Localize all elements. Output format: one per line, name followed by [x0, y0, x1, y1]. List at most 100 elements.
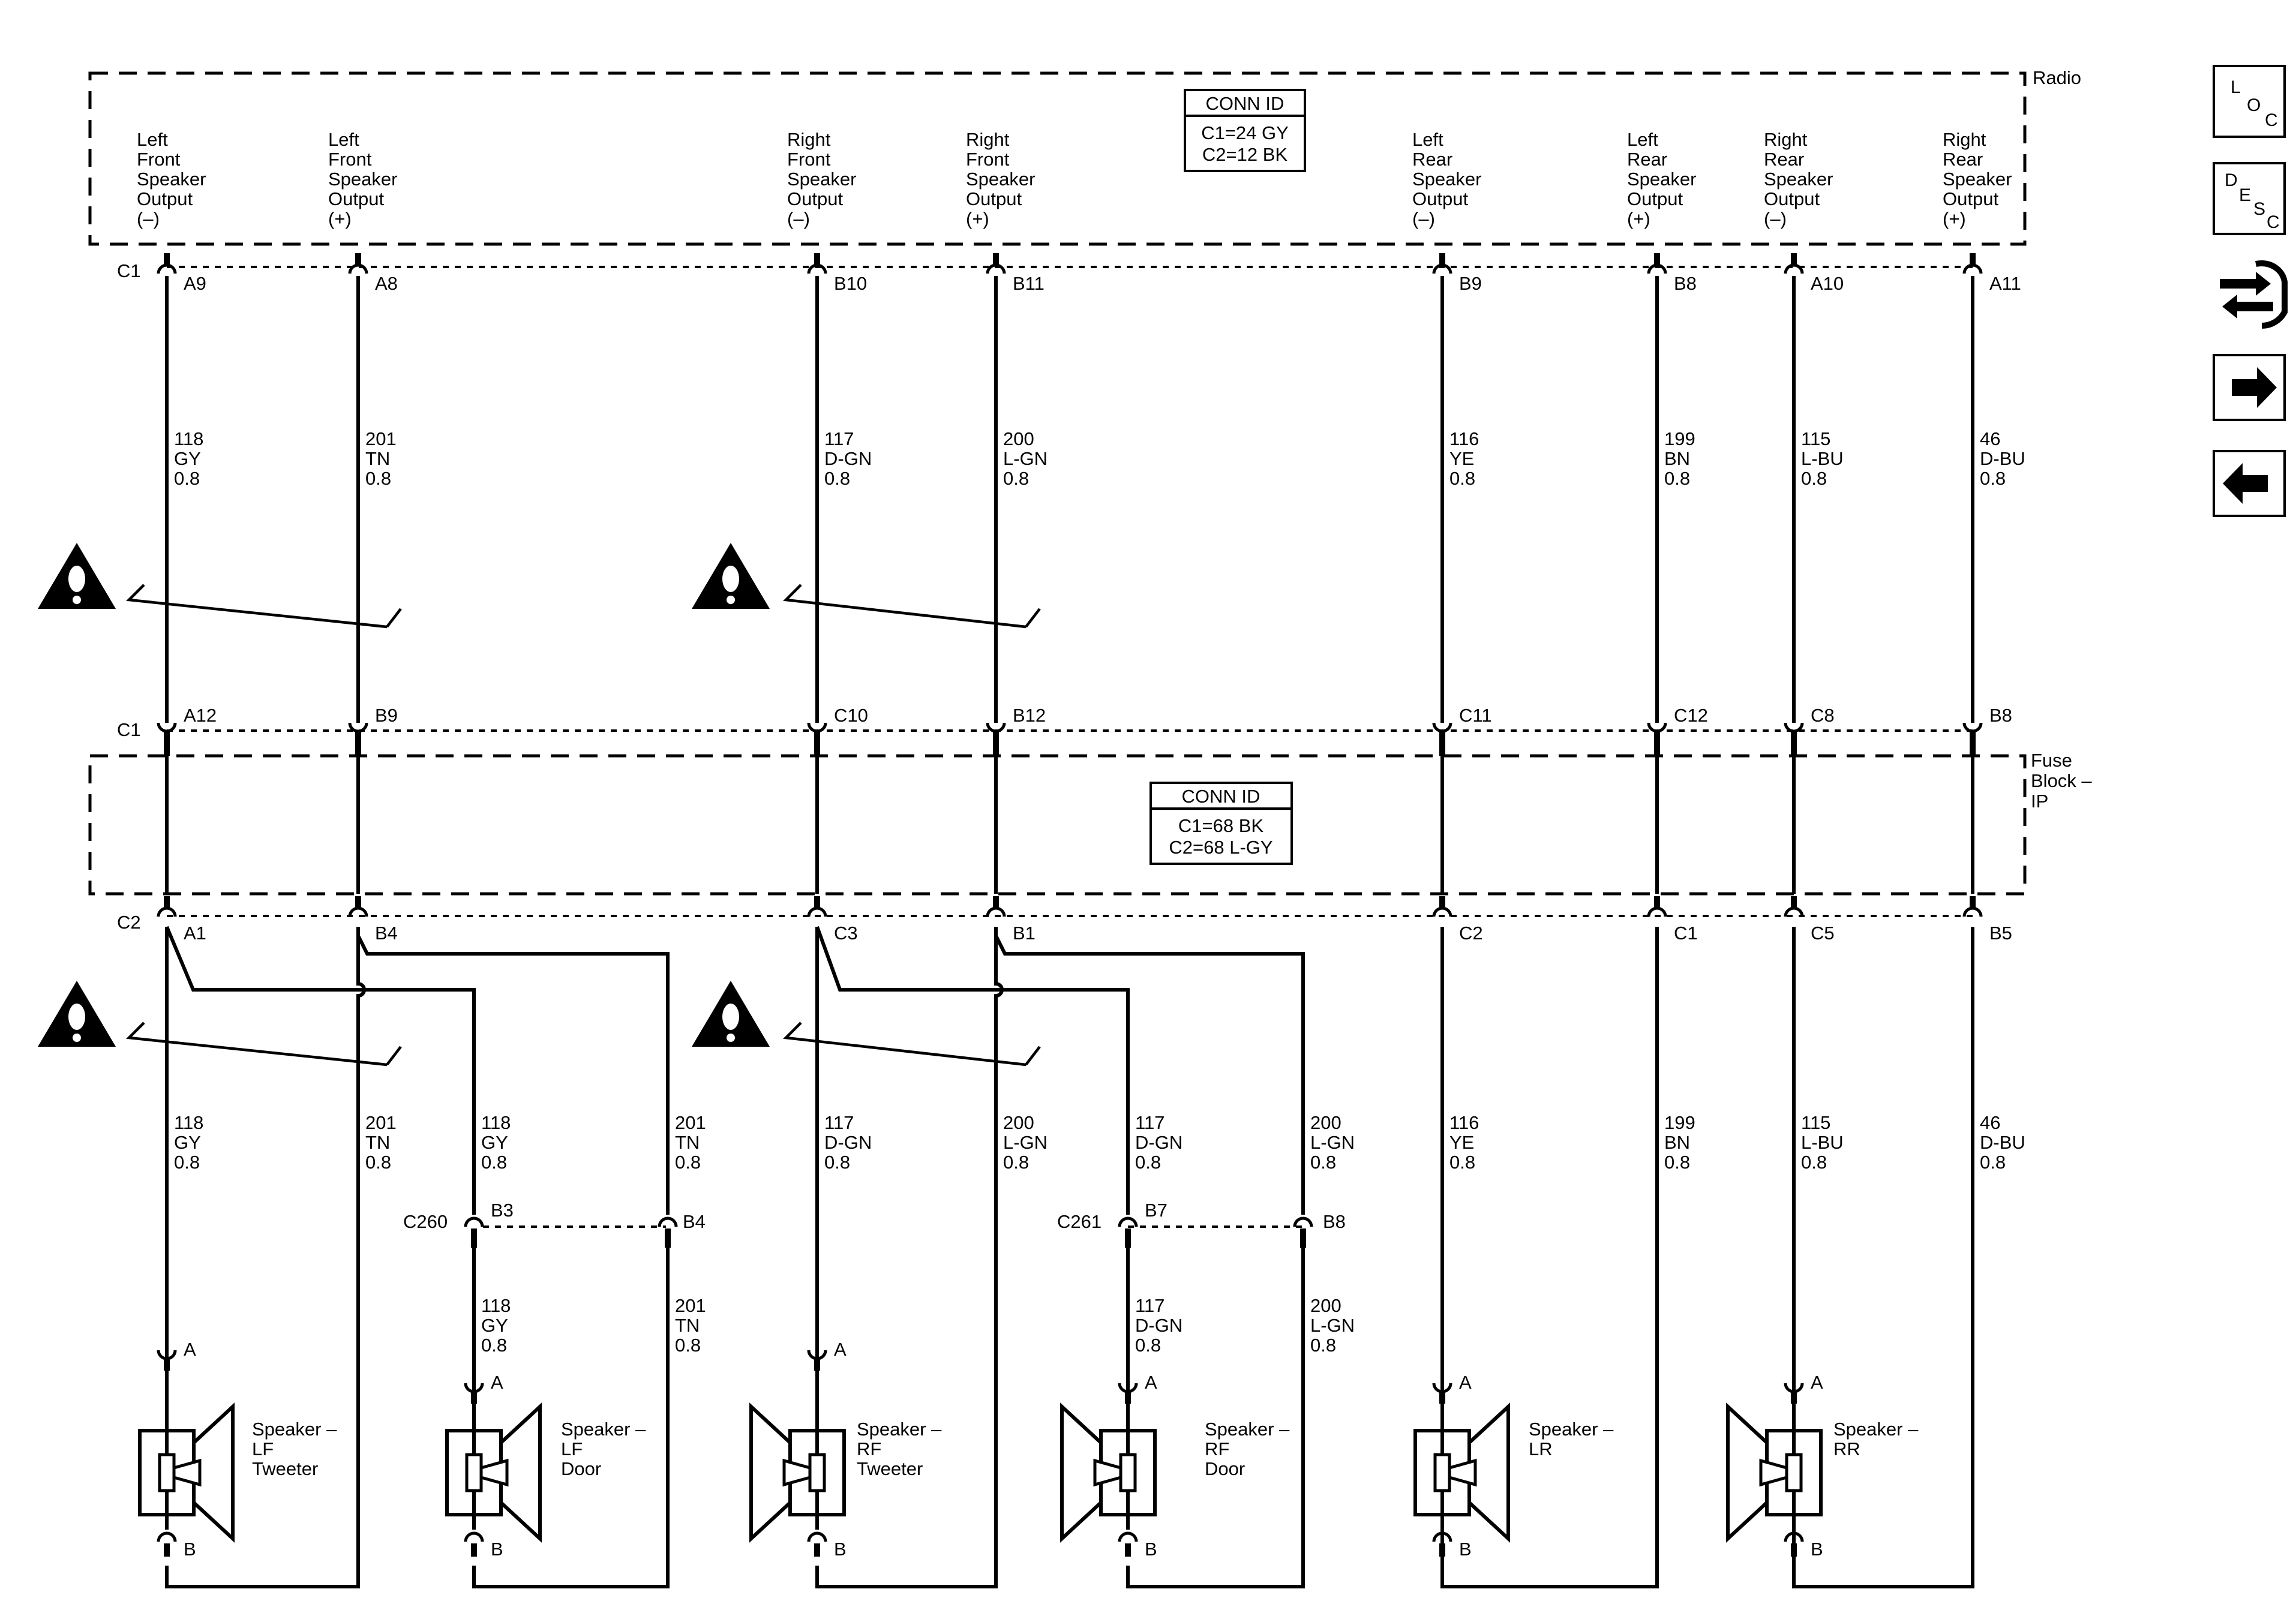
fuse-c1-terminal: [807, 722, 827, 756]
wire-color-label: YE: [1449, 448, 1474, 469]
svg-text:O: O: [2247, 95, 2261, 115]
wire-color-label: GY: [481, 1132, 508, 1153]
return-wire: [1440, 1254, 1659, 1588]
wire-size-label: 0.8: [1664, 1152, 1690, 1173]
radio-output-label-line: Speaker: [1943, 169, 2012, 190]
connector-wrench-icon[interactable]: [2220, 260, 2288, 329]
speaker-label-line: Speaker –: [857, 1419, 942, 1440]
return-wire: [165, 1254, 360, 1588]
lf-tweeter-pos-wire: [356, 927, 366, 1587]
fuse-c2-terminal: [1962, 896, 1983, 917]
wire-color-label: D-GN: [824, 1132, 872, 1153]
fuse-c2-pin-label: C3: [834, 923, 858, 944]
radio-output-label-line: Speaker: [966, 169, 1035, 190]
speaker-pin-b-label: B: [1459, 1539, 1472, 1560]
fuse-c2-pin-label: C1: [1674, 923, 1698, 944]
fuse-conn-id-title: CONN ID: [1182, 786, 1260, 807]
radio-pin-terminal: [1647, 253, 1667, 274]
wire-size-label: 0.8: [824, 468, 850, 489]
radio-output-label-line: Output: [966, 188, 1022, 209]
wire-size-label: 0.8: [1003, 468, 1029, 489]
fuse-c2-pin-label: C2: [1459, 923, 1483, 944]
arrow-left-icon[interactable]: [2213, 450, 2286, 517]
wire-circuit-label: 118: [481, 1112, 511, 1133]
arrow-right-icon[interactable]: [2213, 354, 2286, 421]
radio-output-label-line: Rear: [1627, 149, 1667, 170]
wire-size-label: 0.8: [1135, 1335, 1161, 1356]
fuse-c1-pin-label: C12: [1674, 705, 1708, 726]
fuse-c2-terminal: [1784, 896, 1804, 917]
fuse-block-name-1: Fuse: [2031, 750, 2072, 771]
radio-output-label-line: Right: [966, 129, 1010, 150]
radio-output-label-line: (+): [1627, 208, 1650, 229]
wire-circuit-label: 201: [675, 1295, 706, 1316]
wire-circuit-label: 118: [174, 428, 203, 449]
svg-text:D: D: [2225, 170, 2238, 190]
wire-color-label: TN: [365, 1132, 390, 1153]
speaker-label-line: Door: [1205, 1458, 1245, 1479]
fuse-c2-pin-label: B5: [1989, 923, 2012, 944]
wire-circuit-label: 46: [1980, 1112, 2000, 1133]
inline-connector-terminal: [1118, 1216, 1138, 1392]
speaker-label-line: LF: [561, 1438, 583, 1459]
fuse-c2-terminal: [986, 896, 1006, 917]
fuse-c1-pin-label: C11: [1459, 705, 1492, 726]
wire-color-label: GY: [481, 1315, 508, 1336]
loc-icon[interactable]: L O C: [2213, 65, 2286, 138]
wire-color-label: L-GN: [1003, 1132, 1048, 1153]
speaker-pin-a-label: A: [834, 1339, 847, 1360]
fuse-c1-label: C1: [117, 719, 141, 740]
shield-marker-tick: [1025, 1046, 1041, 1066]
radio-output-label-line: Front: [787, 149, 831, 170]
fuse-conn-id-box: CONN ID C1=68 BK C2=68 L-GY: [1149, 782, 1293, 865]
shield-marker-tick: [386, 608, 402, 628]
c261-label: C261: [1057, 1211, 1102, 1232]
radio-pin-terminal: [986, 253, 1006, 274]
fuse-c1-pin-label: B8: [1989, 705, 2012, 726]
radio-output-label-line: Output: [1627, 188, 1683, 209]
radio-output-label-line: Output: [1764, 188, 1820, 209]
fuse-block-name-3: IP: [2031, 791, 2048, 812]
rf-door-branch-neg: [815, 926, 1130, 1215]
radio-pin-terminal: [1784, 253, 1804, 274]
wire-circuit-label: 201: [365, 428, 397, 449]
wire-size-label: 0.8: [1801, 468, 1827, 489]
fuse-conn-id-line-2: C2=68 L-GY: [1169, 837, 1272, 858]
wire-circuit-label: 200: [1003, 1112, 1034, 1133]
nav-icon-bar: L O C D E S C: [2213, 65, 2288, 517]
wire-size-label: 0.8: [174, 468, 200, 489]
return-wire: [472, 1254, 670, 1588]
lf-door-branch-neg: [165, 926, 476, 1215]
svg-text:S: S: [2253, 199, 2265, 219]
wire-size-label: 0.8: [1135, 1152, 1161, 1173]
return-wire: [1792, 1254, 1974, 1588]
wire-size-label: 0.8: [481, 1335, 507, 1356]
fuse-block-outline: [88, 754, 2027, 896]
speaker-label-line: Tweeter: [252, 1458, 318, 1479]
return-wire: [1126, 1254, 1305, 1588]
speaker-pin-a-label: A: [184, 1339, 196, 1360]
wire-color-label: L-GN: [1003, 448, 1048, 469]
fuse-block-name-2: Block –: [2031, 770, 2092, 791]
radio-output-label-line: Output: [1943, 188, 1998, 209]
radio-pin-label: B10: [834, 273, 867, 294]
fuse-c1-pin-label: C8: [1811, 705, 1835, 726]
lf-door-branch-pos: [356, 935, 670, 1215]
radio-output-label-line: Front: [328, 149, 372, 170]
radio-pin-terminal: [1432, 253, 1452, 274]
fuse-c1-terminal: [157, 722, 177, 756]
wire-size-label: 0.8: [174, 1152, 200, 1173]
wire-color-label: TN: [365, 448, 390, 469]
radio-pin-terminal: [157, 253, 177, 274]
radio-output-label-line: Output: [137, 188, 193, 209]
wire-size-label: 0.8: [1980, 468, 2006, 489]
svg-text:L: L: [2231, 77, 2241, 97]
desc-icon[interactable]: D E S C: [2213, 162, 2286, 235]
wire-circuit-label: 117: [1135, 1295, 1164, 1316]
radio-pin-label: A9: [184, 273, 206, 294]
radio-output-label-line: Right: [1943, 129, 1986, 150]
wire-color-label: TN: [675, 1315, 700, 1336]
warning-icon: [38, 981, 116, 1047]
